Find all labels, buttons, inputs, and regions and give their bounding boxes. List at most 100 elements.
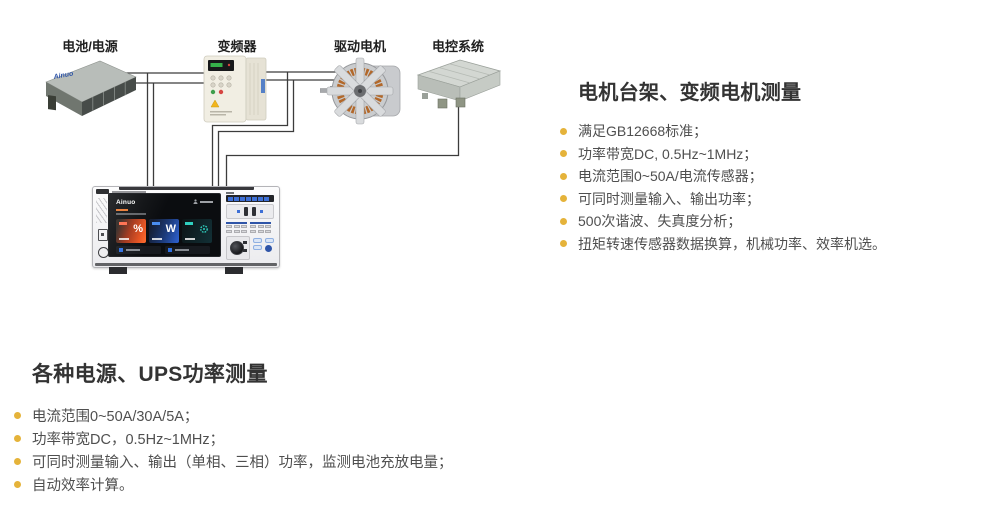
nav-key	[237, 210, 240, 213]
feature-text: 可同时测量输入、输出功率；	[578, 190, 760, 207]
bullet-icon	[14, 458, 21, 465]
function-key	[252, 196, 257, 201]
soft-key	[257, 229, 264, 233]
bullet-icon	[560, 127, 567, 135]
status-row	[165, 246, 210, 254]
bullet-icon	[560, 150, 567, 158]
watt-symbol: W	[165, 223, 176, 235]
nav-key	[260, 210, 263, 213]
feature-text: 500次谐波、失真度分析；	[578, 213, 742, 230]
analyzer-touchscreen: Ainuo %	[108, 193, 221, 257]
feature-text: 可同时测量输入、输出（单相、三相）功率，监测电池充放电量；	[32, 455, 453, 471]
feature-item: 扭矩转速传感器数据换算，机械功率、效率机选。	[560, 233, 886, 256]
usb-port	[98, 229, 108, 241]
feature-text: 扭矩转速传感器数据换算，机械功率、效率机选。	[578, 235, 886, 252]
soft-key-group	[250, 221, 271, 233]
wiring-diagram: 电池/电源 变频器 驱动电机 电控系统 Ainuo	[0, 0, 560, 320]
soft-key	[250, 229, 256, 233]
soft-key	[265, 229, 271, 233]
user-icon	[193, 199, 198, 204]
soft-key	[257, 224, 264, 228]
bullet-icon	[560, 217, 567, 225]
screen-tiles: % W	[116, 219, 212, 243]
analyzer-base-strip	[95, 263, 277, 266]
motor-device-image	[320, 57, 401, 125]
ecu-device-image	[416, 59, 502, 109]
tile-tag	[185, 222, 193, 225]
group-header-bar	[226, 221, 247, 224]
tile-tag	[119, 222, 127, 225]
user-name-bar	[200, 200, 213, 203]
feature-text: 电流范围0~50A/30A/5A；	[32, 409, 199, 425]
feature-item: 自动效率计算。	[14, 473, 453, 496]
battery-device-image: Ainuo	[45, 60, 137, 116]
feature-item: 电流范围0~50A/电流传感器；	[560, 165, 886, 188]
screen-subtitle-bar	[116, 213, 146, 215]
bullet-icon	[560, 195, 567, 203]
section-title: 各种电源、UPS功率测量	[32, 363, 268, 386]
function-key	[264, 196, 269, 201]
analyzer-keypad-panel	[226, 192, 274, 260]
group-header-bar	[250, 221, 271, 224]
tile-efficiency: %	[116, 219, 146, 243]
feature-item: 500次谐波、失真度分析；	[560, 210, 886, 233]
status-row	[116, 246, 161, 254]
tile-tag	[152, 222, 160, 225]
section-title: 电机台架、变频电机测量	[578, 82, 802, 104]
feature-item: 功率带宽DC, 0.5Hz~1MHz；	[560, 143, 886, 166]
bullet-icon	[560, 172, 567, 180]
soft-key	[241, 224, 247, 228]
function-key	[240, 196, 245, 201]
percent-symbol: %	[133, 223, 143, 235]
entry-key-group	[253, 236, 274, 260]
screen-accent-bar	[116, 209, 128, 211]
feature-item: 可同时测量输入、输出功率；	[560, 188, 886, 211]
tile-settings	[182, 219, 212, 243]
label-inverter: 变频器	[217, 39, 257, 54]
analyzer-logo-badge	[96, 189, 109, 194]
feature-text: 功率带宽DC，0.5Hz~1MHz；	[32, 432, 225, 448]
tile-caption-bar	[152, 238, 162, 240]
nav-key	[244, 207, 248, 216]
vent-grille	[96, 198, 107, 223]
feature-item: 电流范围0~50A/30A/5A；	[14, 404, 453, 427]
function-key-row	[226, 195, 274, 202]
inverter-device-image	[203, 55, 267, 123]
knob-side-key	[243, 249, 247, 252]
analyzer-model-text	[112, 190, 146, 193]
function-key	[228, 196, 233, 201]
tile-caption-bar	[119, 238, 129, 240]
knob-side-key	[243, 241, 247, 244]
screen-user-area	[193, 199, 213, 204]
bullet-icon	[14, 412, 21, 419]
keypad-label-bar	[226, 192, 234, 194]
feature-text: 电流范围0~50A/电流传感器；	[578, 168, 763, 185]
feature-item: 满足GB12668标准；	[560, 120, 886, 143]
feature-list: 电流范围0~50A/30A/5A； 功率带宽DC，0.5Hz~1MHz； 可同时…	[14, 404, 453, 496]
bullet-icon	[14, 481, 21, 488]
feature-item: 可同时测量输入、输出（单相、三相）功率，监测电池充放电量；	[14, 450, 453, 473]
entry-key	[253, 238, 262, 243]
bullet-icon	[14, 435, 21, 442]
function-key	[258, 196, 263, 201]
soft-key-grids	[226, 221, 274, 233]
feature-text: 功率带宽DC, 0.5Hz~1MHz；	[578, 145, 758, 162]
tile-caption-bar	[185, 238, 195, 240]
rotary-knob	[230, 240, 244, 255]
soft-key	[241, 229, 247, 233]
soft-key	[233, 224, 240, 228]
label-battery: 电池/电源	[62, 39, 118, 54]
soft-key	[226, 224, 232, 228]
entry-key	[253, 245, 262, 250]
soft-key	[226, 229, 232, 233]
soft-key	[265, 224, 271, 228]
label-motor: 驱动电机	[333, 39, 386, 54]
bullet-icon	[560, 240, 567, 248]
screen-brand-logo: Ainuo	[116, 199, 136, 206]
nav-key	[252, 207, 256, 216]
analyzer-foot	[109, 267, 127, 274]
section-ups-measurement: 各种电源、UPS功率测量 电流范围0~50A/30A/5A； 功率带宽DC，0.…	[14, 358, 453, 496]
enter-key	[265, 245, 272, 252]
analyzer-terminal-bar	[119, 187, 254, 190]
section-motor-measurement: 电机台架、变频电机测量 满足GB12668标准； 功率带宽DC, 0.5Hz~1…	[560, 76, 886, 255]
